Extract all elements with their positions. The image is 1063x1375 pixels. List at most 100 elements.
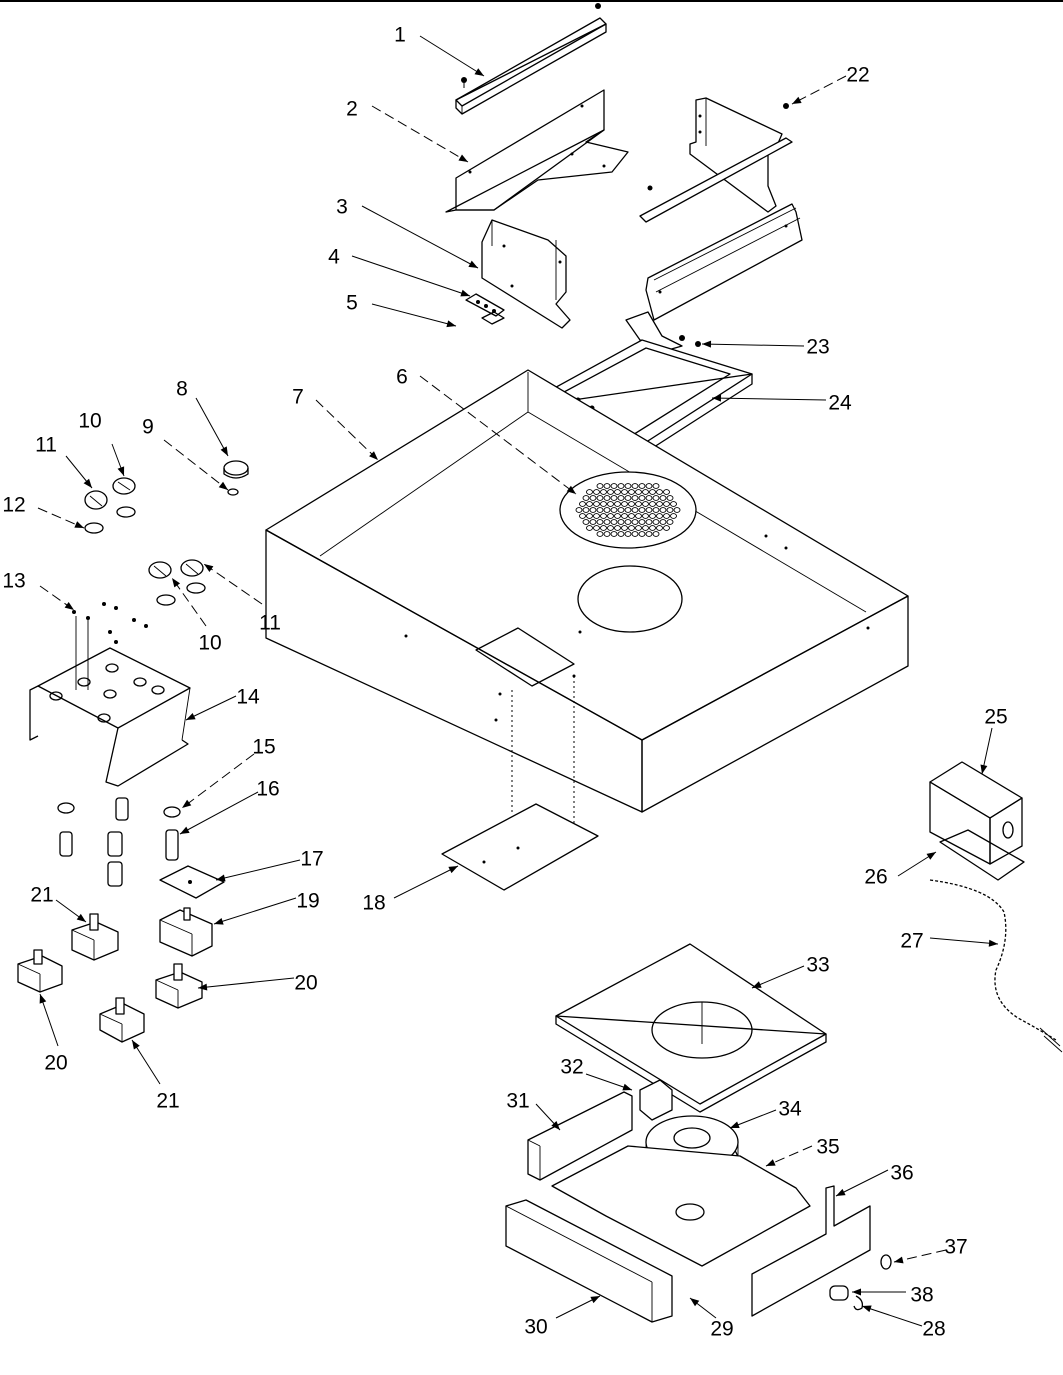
part-18-plate	[441, 676, 599, 891]
grille-hole	[670, 513, 677, 519]
callout-c26: 26	[864, 866, 887, 889]
grille-hole	[614, 489, 621, 495]
callout-c20a: 20	[294, 972, 317, 995]
part-14-control-bracket	[29, 602, 191, 787]
callout-c10a: 10	[78, 410, 101, 433]
arrowhead-c29	[690, 1298, 700, 1307]
grille-hole	[642, 489, 649, 495]
arrowhead-c32	[622, 1083, 632, 1091]
grille-hole	[631, 507, 639, 513]
callout-c27: 27	[900, 930, 923, 953]
callout-c15: 15	[252, 736, 275, 759]
leader-c37	[893, 1249, 947, 1263]
grille-hole	[607, 501, 614, 507]
grille-hole	[652, 531, 660, 537]
grille-hole	[589, 495, 597, 501]
callout-c7: 7	[292, 386, 304, 409]
arrowhead-c20a	[198, 983, 208, 991]
callout-labels: 1234567891010111112131415161718192020212…	[2, 24, 1007, 1341]
callout-c29: 29	[710, 1318, 733, 1341]
callout-c20b: 20	[44, 1052, 67, 1075]
part-3-bracket	[481, 219, 571, 329]
grille-hole	[628, 489, 635, 495]
part-1-bracket	[455, 3, 607, 115]
grille-hole	[617, 495, 625, 501]
part-23-bracket	[625, 203, 803, 351]
grille-hole	[579, 513, 586, 519]
grille-hole	[649, 513, 656, 519]
callout-c18: 18	[362, 892, 385, 915]
callout-c5: 5	[346, 292, 358, 315]
grille-hole	[610, 507, 618, 513]
leader-c5	[371, 303, 457, 327]
arrowhead-c18	[448, 866, 458, 874]
leader-c36	[835, 1169, 889, 1197]
grille-hole	[652, 495, 660, 501]
grille-hole	[635, 489, 642, 495]
leader-c14	[185, 695, 237, 721]
grille-hole	[621, 489, 628, 495]
leader-c17	[215, 859, 301, 881]
leader-c28	[861, 1305, 923, 1327]
grille-hole	[659, 519, 667, 525]
grille-hole	[593, 525, 600, 531]
grille-hole	[638, 483, 646, 489]
grille-hole	[638, 507, 646, 513]
leader-c11b	[203, 563, 263, 605]
arrowhead-c21a	[76, 913, 86, 922]
grille-hole	[600, 489, 607, 495]
switch-21-lower	[99, 997, 145, 1043]
arrowhead-c15	[182, 799, 192, 808]
leader-c2	[371, 105, 469, 163]
grille-hole	[586, 525, 593, 531]
arrowhead-c6	[566, 485, 576, 494]
grille-hole	[638, 495, 646, 501]
arrowhead-c10a	[117, 466, 125, 476]
grille-hole	[652, 519, 660, 525]
arrowhead-c7	[369, 451, 378, 460]
grille-hole	[610, 531, 618, 537]
grille-hole	[596, 519, 604, 525]
arrowhead-c23	[702, 340, 712, 348]
part-7-housing	[265, 369, 909, 813]
leader-c10b	[171, 577, 207, 627]
arrowhead-c14	[186, 712, 196, 720]
grille-hole	[607, 489, 614, 495]
arrowhead-c38	[852, 1288, 861, 1296]
grille-hole	[600, 501, 607, 507]
grille-hole	[663, 501, 670, 507]
callout-c19: 19	[296, 890, 319, 913]
grille-hole	[656, 525, 663, 531]
callout-c34: 34	[778, 1098, 802, 1121]
arrowhead-c20b	[39, 994, 47, 1004]
grille-hole	[600, 513, 607, 519]
callout-c1: 1	[394, 24, 406, 47]
grille-hole	[631, 483, 639, 489]
callout-c12: 12	[2, 494, 25, 517]
callout-c24: 24	[828, 392, 852, 415]
part-30-panel	[505, 1199, 673, 1323]
grille-hole	[631, 531, 639, 537]
part-35-plate	[551, 1145, 811, 1267]
grille-hole	[663, 525, 670, 531]
leader-c1	[419, 35, 485, 77]
grille-hole	[610, 495, 618, 501]
leader-c19	[213, 897, 297, 925]
grille-hole	[624, 495, 632, 501]
part-27-cable	[929, 879, 1063, 1053]
arrowhead-c36	[836, 1188, 846, 1196]
part-33-plate	[555, 943, 827, 1113]
leader-c22	[791, 75, 847, 105]
grille-hole	[666, 519, 674, 525]
arrowhead-c5	[446, 320, 456, 328]
grille-hole	[603, 507, 611, 513]
grille-hole	[617, 519, 625, 525]
arrowhead-c9	[218, 481, 228, 490]
callout-c35: 35	[816, 1136, 839, 1159]
grille-hole	[642, 513, 649, 519]
grille-hole	[586, 513, 593, 519]
grille-hole	[635, 525, 642, 531]
arrowhead-c30	[590, 1296, 600, 1304]
grille-hole	[586, 489, 593, 495]
grille-hole	[656, 489, 663, 495]
